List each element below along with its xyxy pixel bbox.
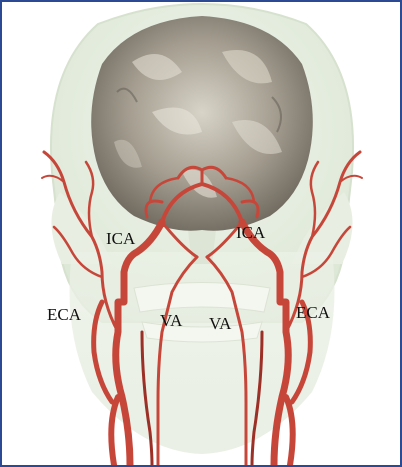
label-eca-right: ECA: [296, 304, 330, 321]
brain: [91, 16, 313, 231]
label-ica-left: ICA: [106, 230, 135, 247]
label-eca-left: ECA: [47, 306, 81, 323]
label-va-right: VA: [209, 315, 231, 332]
label-ica-right: ICA: [236, 224, 265, 241]
label-va-left: VA: [160, 312, 182, 329]
